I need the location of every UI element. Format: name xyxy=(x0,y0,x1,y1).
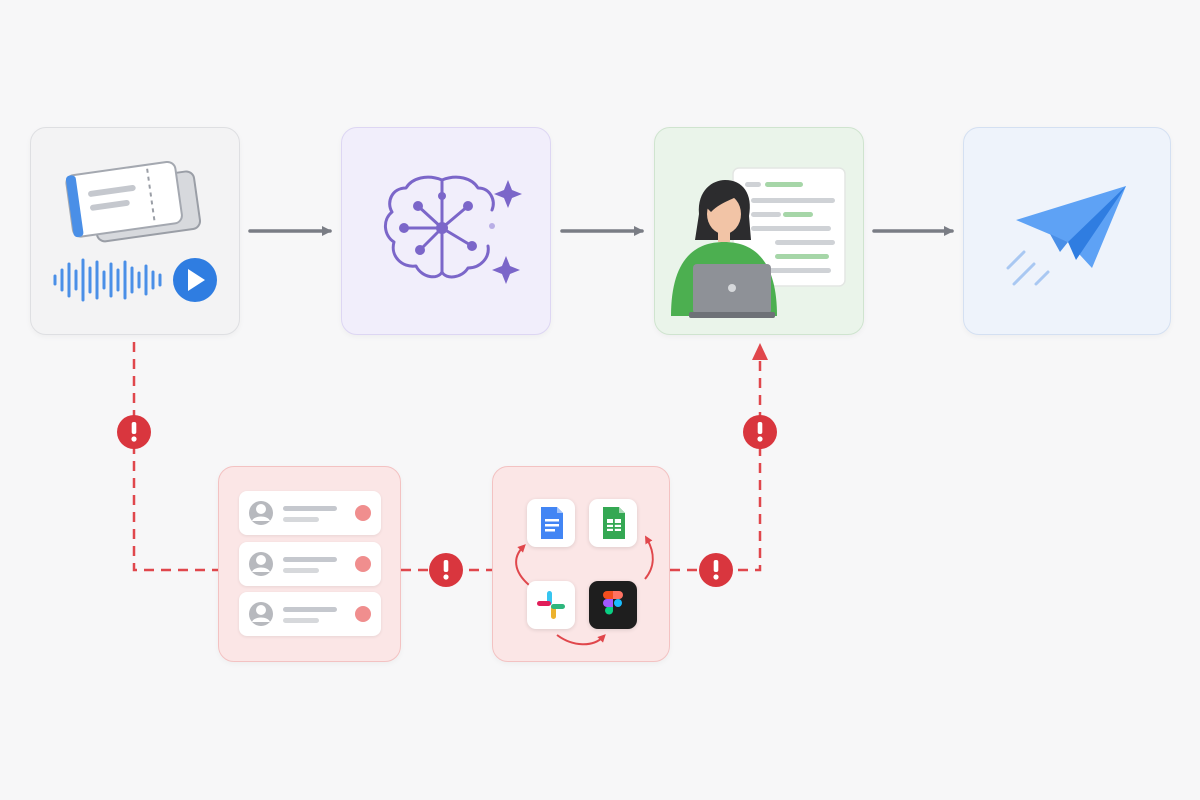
exclamation-alert-icon xyxy=(743,415,777,449)
input-stage-card xyxy=(30,127,240,335)
avatar-icon xyxy=(249,552,273,576)
exclamation-alert-icon xyxy=(117,415,151,449)
ai-brain-icon xyxy=(384,175,522,284)
laptop-icon xyxy=(689,264,775,318)
manual-contact-list-card xyxy=(218,466,401,662)
google-docs-tile xyxy=(527,499,575,547)
manual-path-up xyxy=(670,358,762,572)
send-stage-card xyxy=(963,127,1171,335)
person-with-laptop-icon xyxy=(671,167,846,318)
exclamation-alert-icon xyxy=(429,553,463,587)
list-item xyxy=(239,491,381,535)
sparkle-icon xyxy=(492,256,520,284)
slack-tile xyxy=(527,581,575,629)
exclamation-alert-icon xyxy=(699,553,733,587)
manual-app-switching-card xyxy=(492,466,670,662)
list-item xyxy=(239,592,381,636)
audio-waveform-icon xyxy=(53,258,162,302)
avatar-icon xyxy=(249,602,273,626)
slack-icon xyxy=(537,591,565,619)
figma-icon xyxy=(603,591,623,615)
ai-stage-card xyxy=(341,127,551,335)
manual-path-arrowhead xyxy=(752,343,768,360)
review-stage-card xyxy=(654,127,864,335)
sparkle-icon xyxy=(494,180,522,208)
cycle-arrows-icon xyxy=(515,535,654,646)
list-item xyxy=(239,542,381,586)
avatar-icon xyxy=(249,501,273,525)
google-sheets-tile xyxy=(589,499,637,547)
google-docs-icon xyxy=(541,507,563,539)
google-sheets-icon xyxy=(603,507,625,539)
manual-path-down xyxy=(132,342,218,572)
paper-plane-icon xyxy=(1006,186,1126,286)
figma-tile xyxy=(589,581,637,629)
ticket-and-audio-icon xyxy=(53,160,217,302)
play-button-icon xyxy=(173,258,217,302)
